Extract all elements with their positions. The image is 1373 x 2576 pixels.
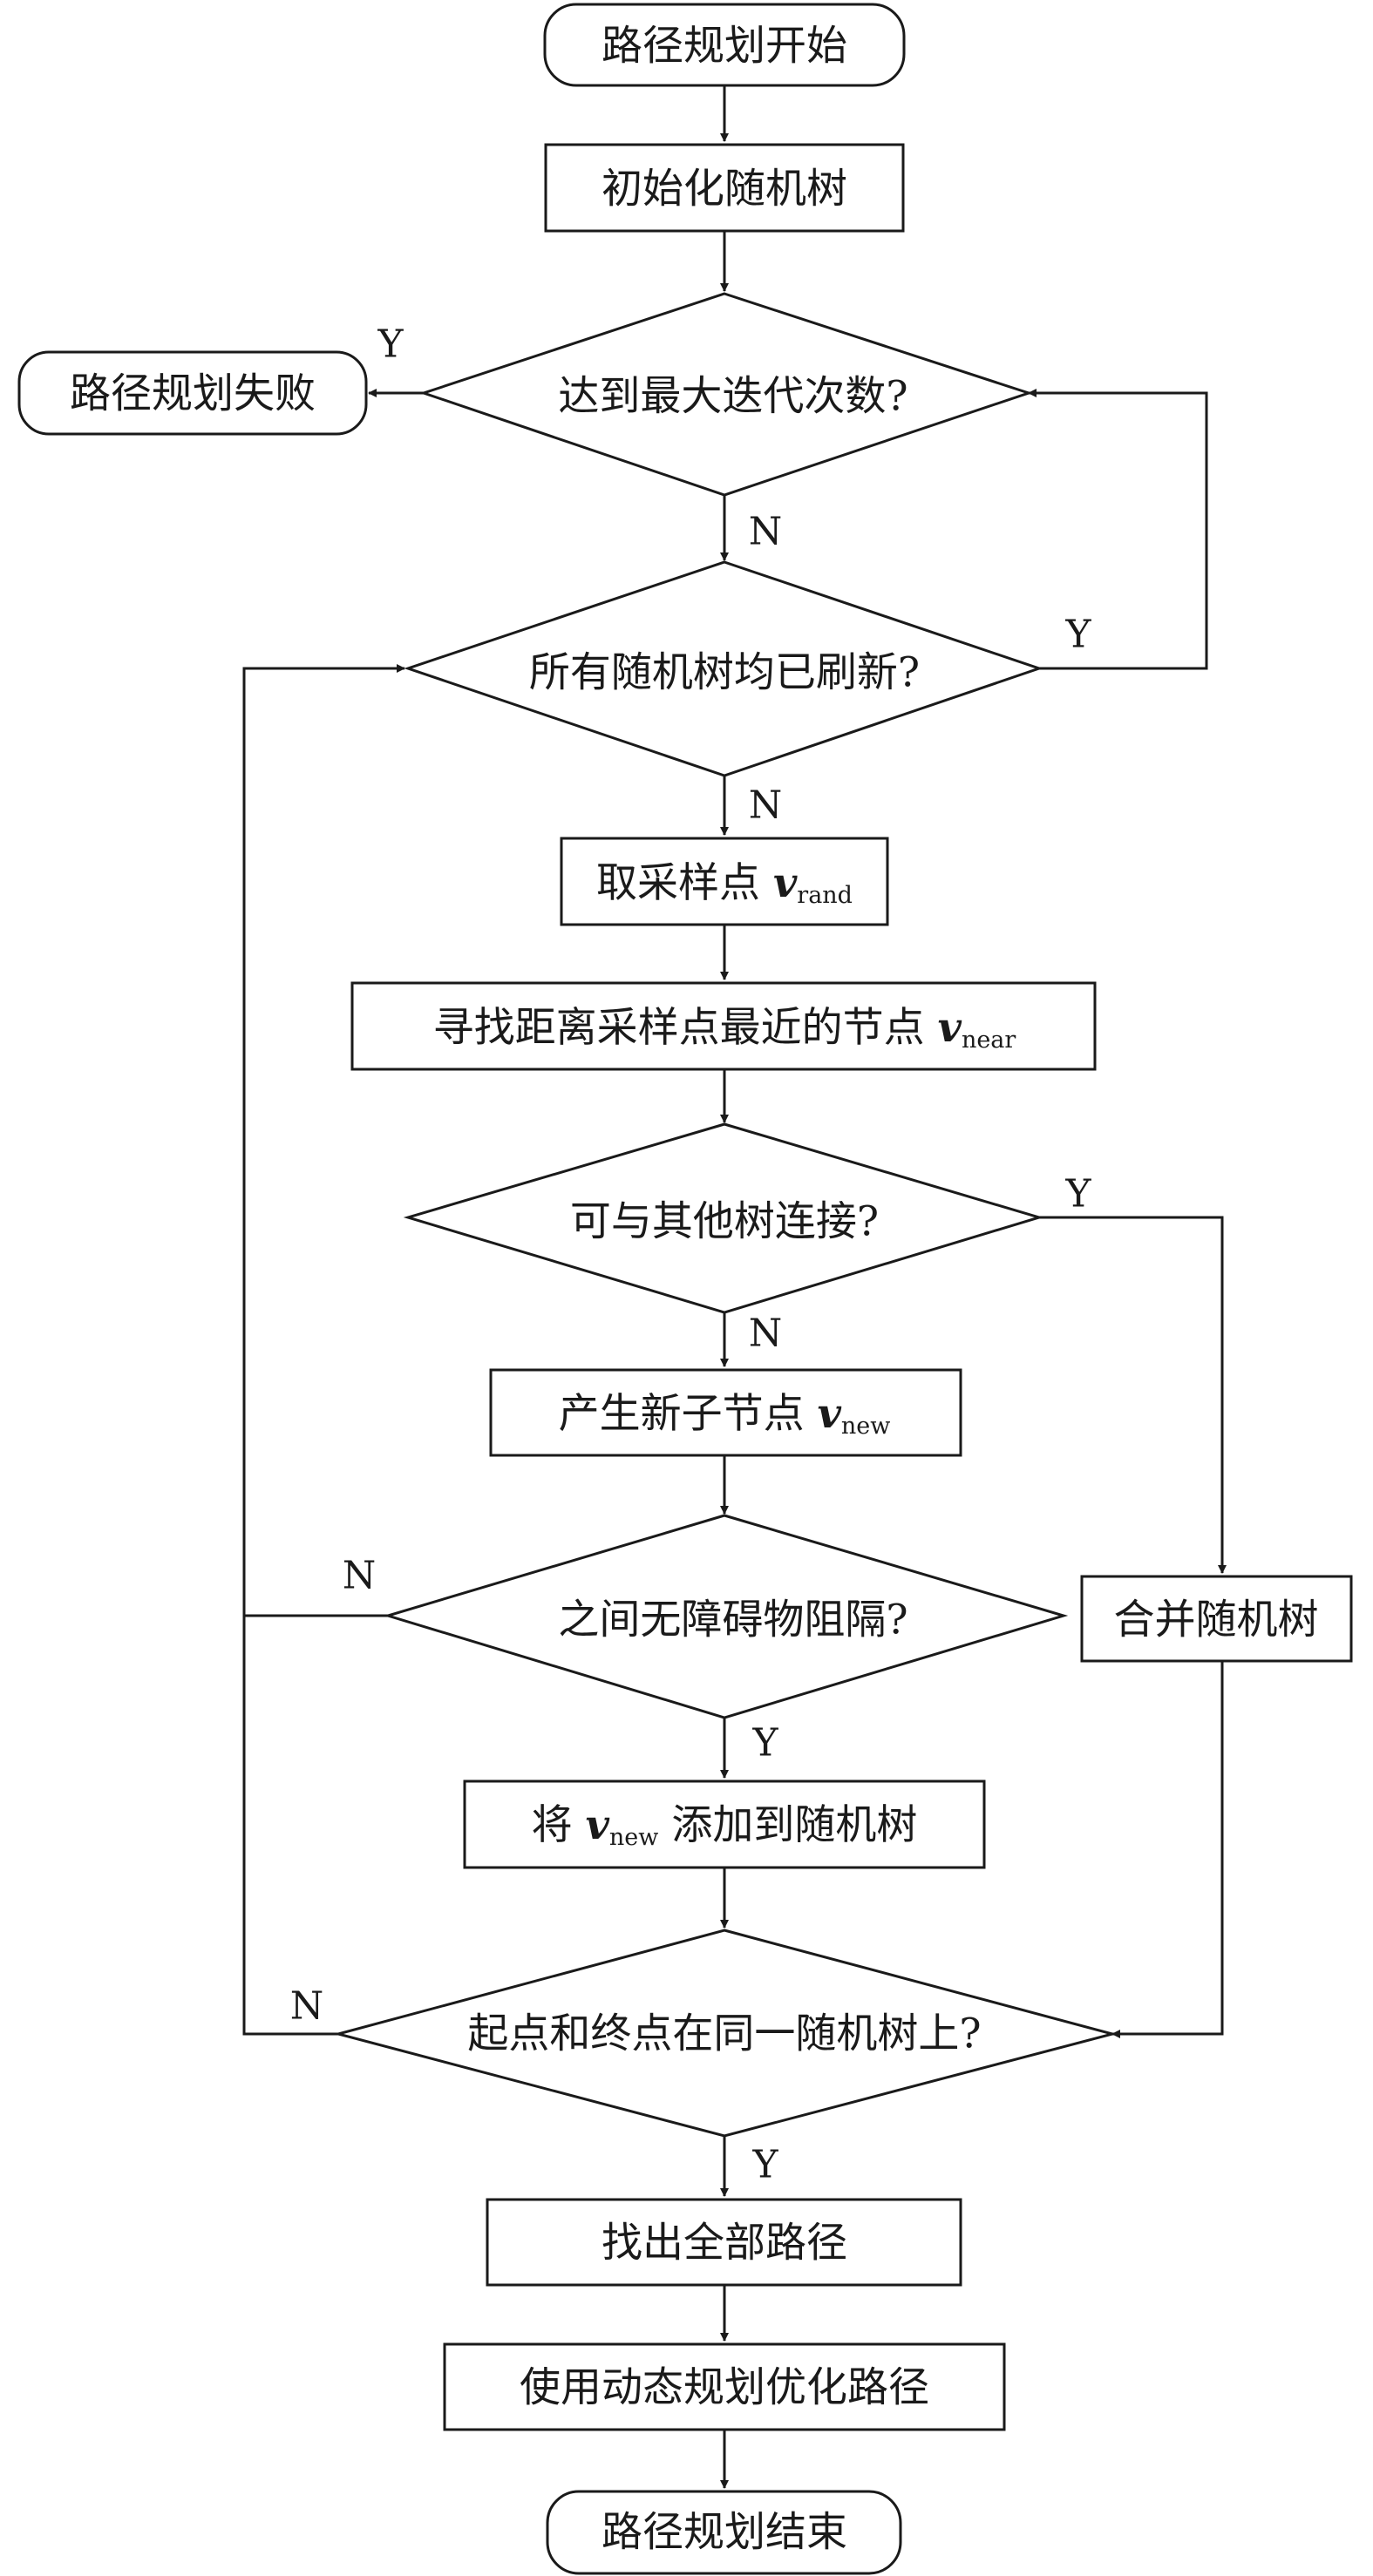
new-child-var: v [818, 1390, 842, 1438]
no-obstacle-yes-label: Y [751, 1721, 778, 1766]
max-iter-label: 达到最大迭代次数? [558, 373, 907, 421]
sample-sub: rand [797, 882, 853, 909]
merge-label: 合并随机树 [1114, 1596, 1319, 1644]
end-label: 路径规划结束 [602, 2509, 847, 2557]
sample-text: 取采样点 [596, 859, 773, 907]
no-obstacle-no-label: N [343, 1554, 377, 1598]
find-near-var: v [938, 1004, 962, 1052]
add-to-tree-pre: 将 [532, 1801, 586, 1849]
all-refreshed-no-label: N [749, 783, 783, 828]
same-tree-yes-label: Y [751, 2143, 778, 2187]
sample-node: 取采样点 vrand [560, 837, 889, 926]
same-tree-no-label: N [290, 1984, 324, 2029]
all-refreshed-yes-label: Y [1064, 613, 1091, 657]
fail-label: 路径规划失败 [70, 370, 316, 418]
edge-merge-to-same-tree [1111, 1661, 1224, 2038]
merge-node: 合并随机树 [1080, 1575, 1353, 1663]
can-connect-yes-label: Y [1064, 1172, 1091, 1217]
find-near-text: 寻找距离采样点最近的节点 [433, 1004, 938, 1052]
new-child-label: 产生新子节点 vnew [559, 1390, 891, 1440]
edge-obstacle-no-loop [242, 664, 405, 1617]
sample-label: 取采样点 vrand [596, 859, 853, 909]
optimize-label: 使用动态规划优化路径 [520, 2364, 929, 2412]
add-to-tree-sub: new [609, 1824, 658, 1851]
edge-same-tree-no-loop [242, 1616, 338, 2036]
find-near-label: 寻找距离采样点最近的节点 vnear [433, 1004, 1016, 1054]
edge-refreshed-yes-loop [1028, 389, 1208, 670]
no-obstacle-label: 之间无障碍物阻隔? [558, 1596, 907, 1644]
sample-var: v [773, 859, 798, 907]
end-node: 路径规划结束 [546, 2490, 902, 2575]
can-connect-decision: 可与其他树连接? [403, 1122, 1044, 1314]
optimize-node: 使用动态规划优化路径 [443, 2342, 1006, 2431]
start-node: 路径规划开始 [543, 3, 906, 87]
add-to-tree-var: v [586, 1801, 610, 1849]
max-iter-decision: 达到最大迭代次数? [419, 292, 1033, 497]
max-iter-yes-label: Y [377, 322, 404, 367]
start-label: 路径规划开始 [602, 23, 847, 71]
fail-node: 路径规划失败 [17, 350, 368, 436]
new-child-sub: new [841, 1413, 890, 1440]
same-tree-label: 起点和终点在同一随机树上? [467, 2010, 981, 2058]
new-child-node: 产生新子节点 vnew [489, 1368, 962, 1457]
find-near-node: 寻找距离采样点最近的节点 vnear [350, 981, 1097, 1071]
find-paths-node: 找出全部路径 [486, 2198, 962, 2287]
find-near-sub: near [962, 1027, 1016, 1054]
init-tree-label: 初始化随机树 [602, 166, 847, 214]
max-iter-no-label: N [749, 510, 783, 554]
add-to-tree-post: 添加到随机树 [658, 1801, 917, 1849]
init-tree-node: 初始化随机树 [544, 143, 905, 233]
same-tree-decision: 起点和终点在同一随机树上? [333, 1929, 1118, 2138]
add-to-tree-label: 将 vnew 添加到随机树 [532, 1801, 918, 1851]
edge-labels: Y N Y N Y N N Y N Y [290, 322, 1092, 2187]
can-connect-label: 可与其他树连接? [570, 1198, 879, 1246]
no-obstacle-decision: 之间无障碍物阻隔? [383, 1514, 1069, 1719]
all-refreshed-label: 所有随机树均已刷新? [529, 649, 920, 697]
add-to-tree-node: 将 vnew 添加到随机树 [463, 1779, 986, 1869]
edges [242, 85, 1227, 2489]
find-paths-label: 找出全部路径 [602, 2220, 847, 2268]
new-child-text: 产生新子节点 [559, 1390, 818, 1438]
can-connect-no-label: N [749, 1312, 783, 1356]
edge-connect-yes-to-merge [1039, 1216, 1227, 1574]
all-refreshed-decision: 所有随机树均已刷新? [404, 560, 1043, 777]
